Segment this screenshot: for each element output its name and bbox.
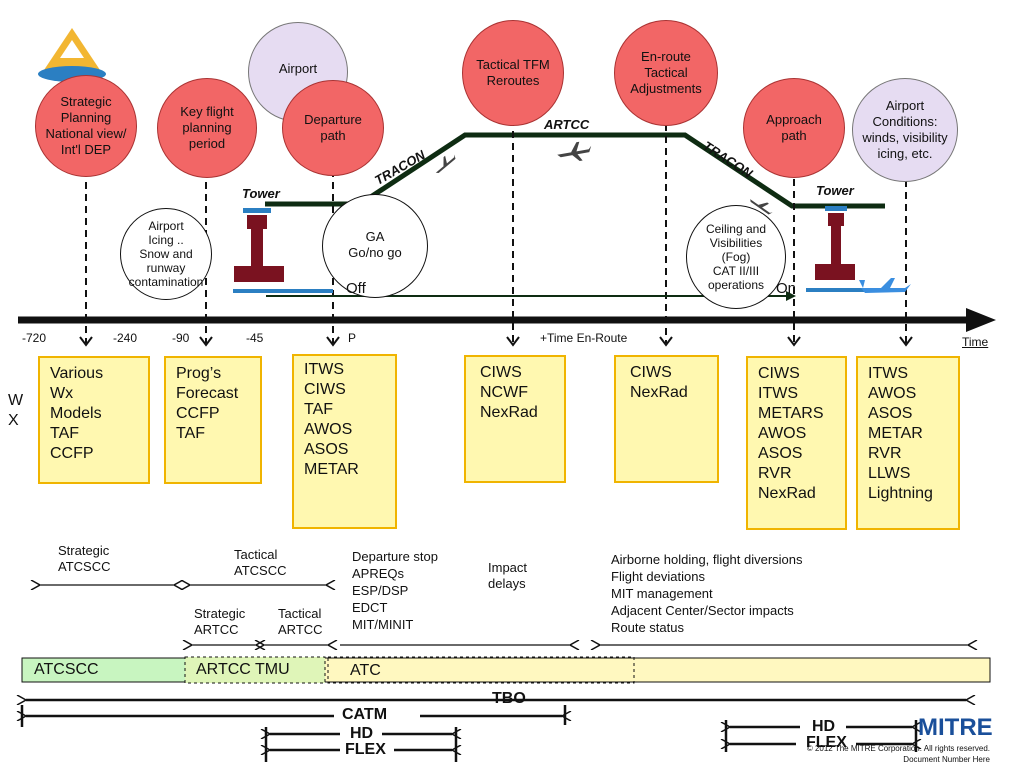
tick-label: -240 <box>113 331 138 345</box>
wx-box: CIWS NCWF NexRad <box>464 355 566 483</box>
artcc-tmu-bar <box>184 656 326 684</box>
tower-right-label: Tower <box>816 183 854 198</box>
departure-stop-list: Departure stop APREQs ESP/DSP EDCT MIT/M… <box>352 549 438 632</box>
tick-label: +Time En-Route <box>540 331 628 345</box>
tick-label: -720 <box>22 331 47 345</box>
atc-overlap-bar <box>327 656 635 684</box>
dashed-vertical-heads <box>79 336 913 347</box>
approach-path-circle: Approach path <box>743 78 845 178</box>
tactical-atcscc-label: Tactical ATCSCC <box>234 547 287 578</box>
wx-box: CIWS ITWS METARS AWOS ASOS RVR NexRad <box>746 356 847 530</box>
impact-delays-label: Impact delays <box>488 560 528 591</box>
document-number-text: Document Number Here <box>903 755 990 764</box>
logo-icon <box>38 28 106 82</box>
enroute-circle: En-route Tactical Adjustments <box>614 20 718 126</box>
on-label: On <box>776 280 797 297</box>
catm-label: CATM <box>342 706 388 723</box>
atc-bar <box>321 657 991 683</box>
wx-box: Various Wx Models TAF CCFP <box>38 356 150 484</box>
wx-box: Prog’s Forecast CCFP TAF <box>164 356 262 484</box>
hd-left-label: HD <box>350 725 374 742</box>
plane-arrival-icon <box>859 278 911 293</box>
plane-descent-icon <box>750 199 773 215</box>
plane-climb-icon <box>435 154 456 173</box>
time-axis-label: Time <box>962 335 989 349</box>
airport-conditions-circle: Airport Conditions: winds, visibility ic… <box>852 78 958 182</box>
strategic-planning-circle: Strategic Planning National view/ Int'l … <box>35 75 137 177</box>
mitre-logo: MITRE <box>918 714 993 741</box>
hd-right-label: HD <box>812 718 836 735</box>
ceiling-visibility-circle: Ceiling and Visibilities (Fog) CAT II/II… <box>686 205 786 309</box>
tower-left-label: Tower <box>242 186 280 201</box>
tick-label: -90 <box>172 331 190 345</box>
artcc-tmu-bar-label: ARTCC TMU <box>196 661 290 678</box>
wx-box: ITWS AWOS ASOS METAR RVR LLWS Lightning <box>856 356 960 530</box>
ga-circle: GA Go/no go <box>322 194 428 298</box>
departure-path-circle: Departure path <box>282 80 384 176</box>
wx-label: W X <box>8 392 24 429</box>
atc-bar-label: ATC <box>350 662 381 679</box>
tick-label: P <box>348 331 357 345</box>
wx-box: CIWS NexRad <box>614 355 719 483</box>
tbo-label: TBO <box>492 690 526 707</box>
flex-right-label: FLEX <box>806 734 847 751</box>
plane-cruise-icon <box>557 141 592 161</box>
airport-icing-circle: Airport Icing .. Snow and runway contami… <box>120 208 212 300</box>
atcscc-bar-label: ATCSCC <box>34 661 99 678</box>
tick-label: -45 <box>246 331 264 345</box>
airborne-list: Airborne holding, flight diversions Flig… <box>611 552 803 635</box>
flex-left-label: FLEX <box>345 741 386 758</box>
off-label: Off <box>346 280 366 297</box>
tower-right-icon <box>815 206 855 280</box>
copyright-text: © 2012 The MITRE Corporation. All rights… <box>806 744 990 753</box>
strategic-artcc-label: Strategic ARTCC <box>194 606 246 637</box>
wx-box: ITWS CIWS TAF AWOS ASOS METAR <box>292 354 397 529</box>
tactical-tfm-circle: Tactical TFM Reroutes <box>462 20 564 126</box>
key-flight-circle: Key flight planning period <box>157 78 257 178</box>
tactical-artcc-label: Tactical ARTCC <box>278 606 323 637</box>
artcc-label: ARTCC <box>544 117 590 132</box>
strategic-atcscc-label: Strategic ATCSCC <box>58 543 111 574</box>
tower-left-icon <box>234 208 284 282</box>
